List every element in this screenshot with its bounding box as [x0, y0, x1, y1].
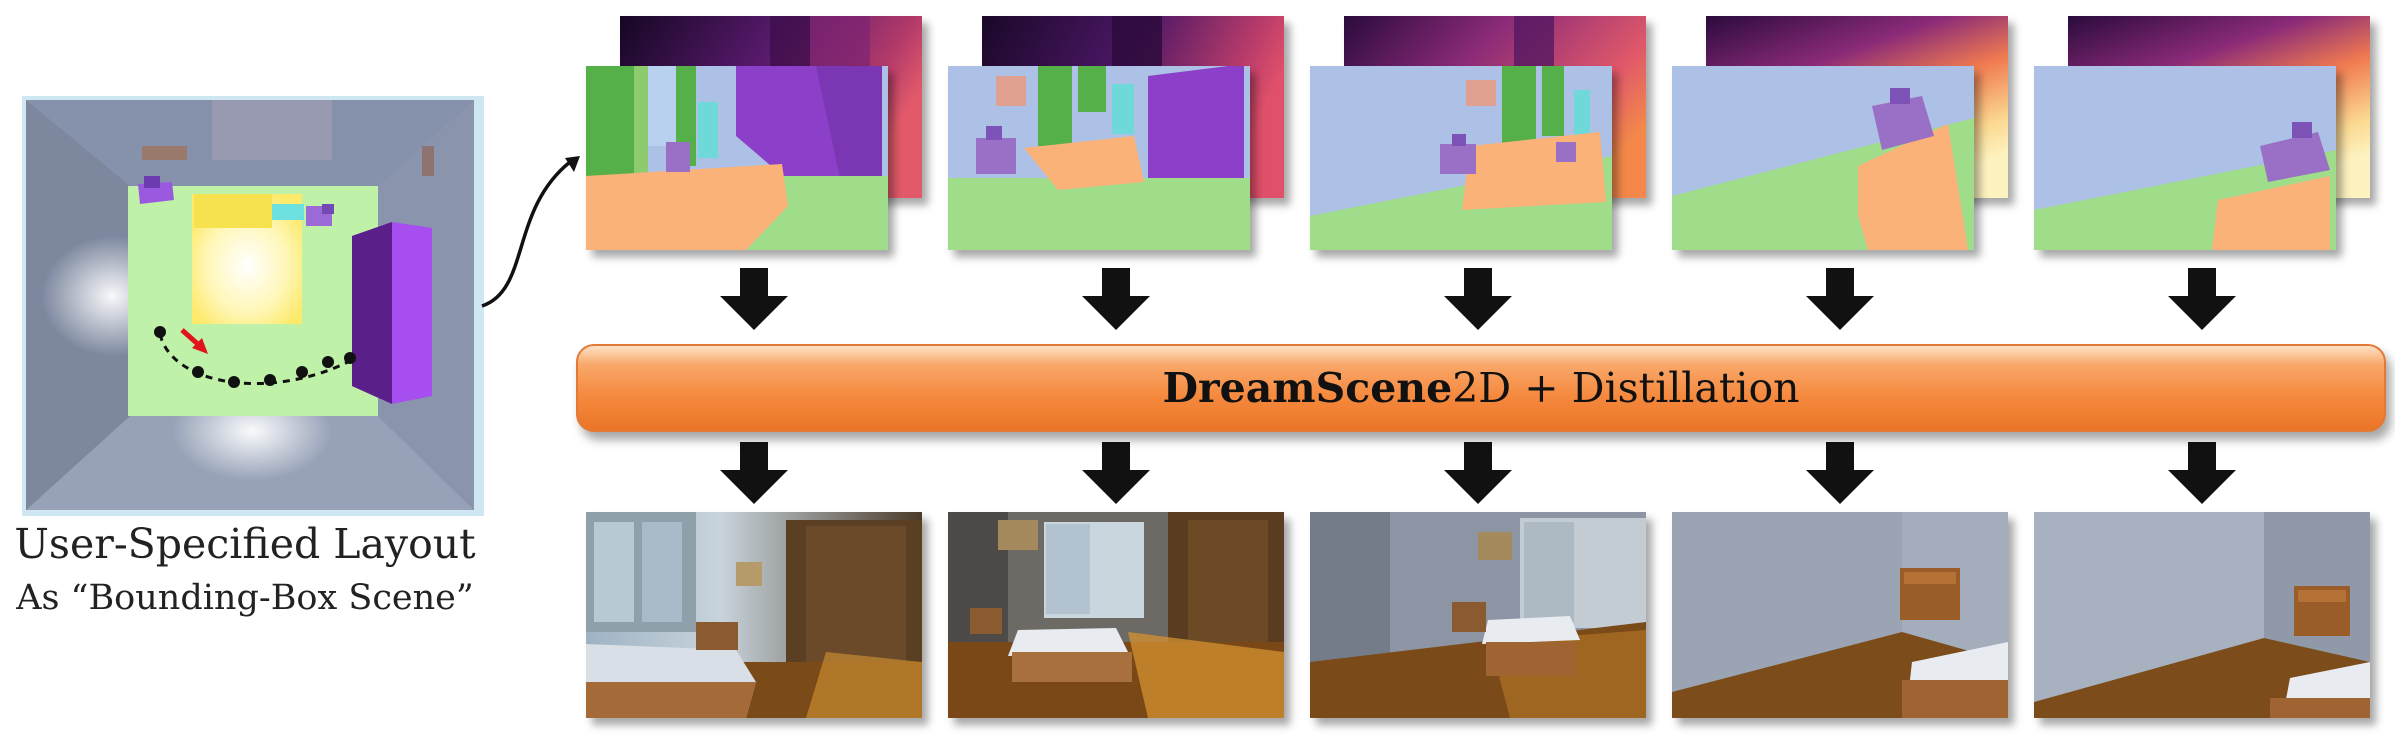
generated-view-1	[586, 512, 922, 718]
down-arrow-icon	[718, 268, 790, 332]
down-arrow-icon	[1080, 442, 1152, 506]
layout-render-2	[948, 66, 1250, 250]
banner-bold: DreamScene	[1162, 364, 1453, 412]
down-arrow-icon	[718, 442, 790, 506]
bounding-box-scene	[22, 96, 484, 516]
layout-panel	[22, 96, 484, 516]
layout-caption-line1: User-Specified Layout	[14, 520, 476, 568]
direction-arrow-icon	[180, 328, 208, 354]
curved-arrow-icon	[481, 156, 580, 308]
down-arrow-icon	[1442, 442, 1514, 506]
down-arrow-icon	[1442, 268, 1514, 332]
layout-render-1	[586, 66, 888, 250]
down-arrow-icon	[1804, 268, 1876, 332]
banner-rest: 2D + Distillation	[1452, 364, 1800, 412]
down-arrow-icon	[2166, 268, 2238, 332]
down-arrow-icon	[2166, 442, 2238, 506]
generated-view-2	[948, 512, 1284, 718]
generated-view-3	[1310, 512, 1646, 718]
layout-caption-line2: As “Bounding-Box Scene”	[16, 578, 474, 618]
layout-render-3	[1310, 66, 1612, 250]
layout-render-4	[1672, 66, 1974, 250]
generated-view-4	[1672, 512, 2008, 718]
down-arrow-icon	[1080, 268, 1152, 332]
camera-icon	[154, 326, 356, 388]
layout-render-5	[2034, 66, 2336, 250]
down-arrow-icon	[1804, 442, 1876, 506]
generated-view-5	[2034, 512, 2370, 718]
